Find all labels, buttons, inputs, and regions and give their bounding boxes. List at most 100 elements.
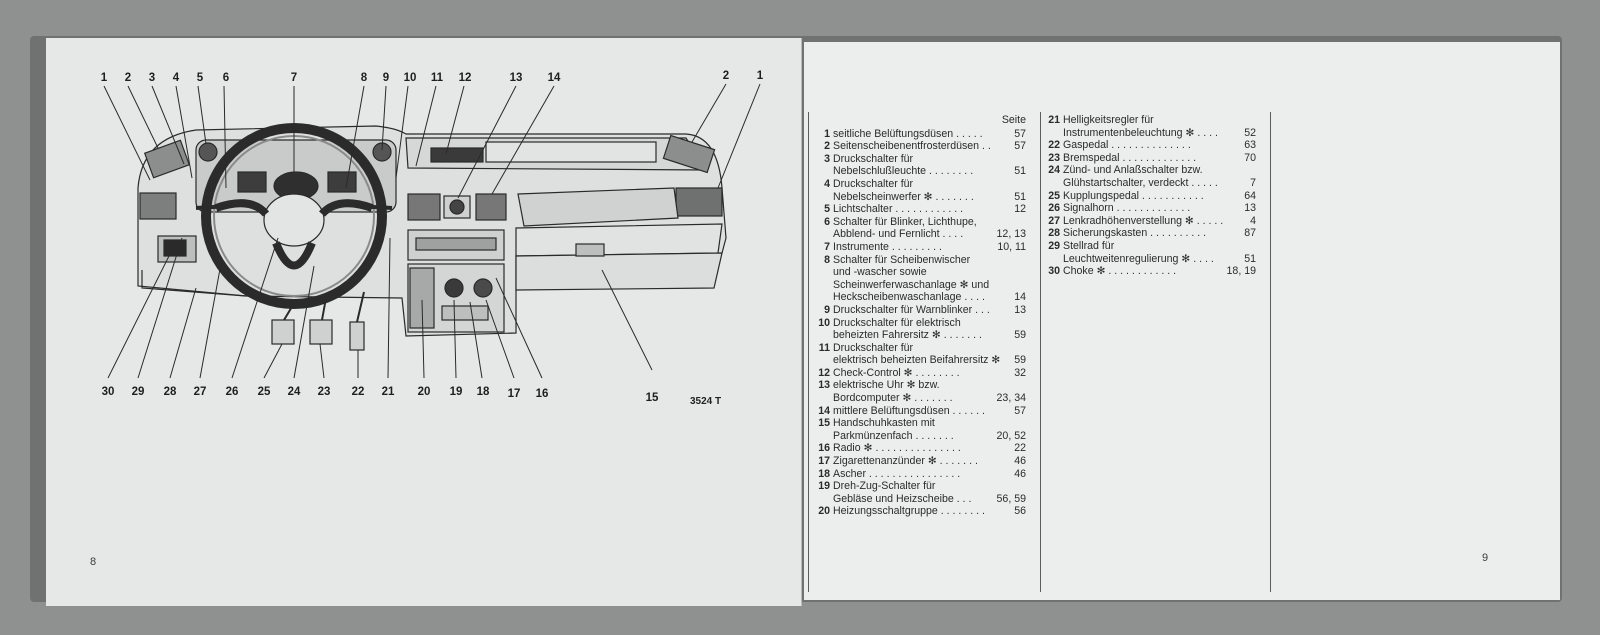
callout-label: 19 bbox=[449, 386, 463, 398]
legend-number: 5 bbox=[824, 203, 830, 216]
legend-text: Abblend- und Fernlicht . . . . bbox=[833, 228, 964, 241]
legend-row: Gebläse und Heizscheibe . . . 56, 59 bbox=[814, 493, 1026, 506]
legend-number: 26 bbox=[1048, 202, 1060, 215]
legend-number: 24 bbox=[1048, 164, 1060, 177]
callout-label: 7 bbox=[290, 72, 298, 84]
legend-page: 46 bbox=[1014, 467, 1026, 480]
callout-label: 20 bbox=[417, 386, 431, 398]
callout-label: 1 bbox=[100, 72, 108, 84]
legend-page bbox=[1023, 480, 1026, 493]
legend-row: Leuchtweitenregulierung ✻ . . . . 51 bbox=[1044, 253, 1256, 266]
figure-code: 3524 T bbox=[690, 396, 722, 407]
legend-number bbox=[814, 493, 830, 506]
legend-page: 87 bbox=[1244, 227, 1256, 240]
legend-page: 63 bbox=[1244, 139, 1256, 152]
legend-page: 56, 59 bbox=[996, 492, 1026, 505]
callout-label: 12 bbox=[458, 72, 472, 84]
legend-number: 28 bbox=[1048, 227, 1060, 240]
callout-label: 22 bbox=[351, 386, 365, 398]
legend-number: 13 bbox=[818, 379, 830, 392]
legend-text: Schalter für Scheibenwischer bbox=[833, 253, 971, 266]
legend-row: Parkmünzenfach . . . . . . .20, 52 bbox=[814, 430, 1026, 443]
legend-number: 11 bbox=[818, 341, 830, 354]
legend-page: 18, 19 bbox=[1226, 265, 1256, 278]
legend-page bbox=[1023, 216, 1026, 229]
page-number-left: 8 bbox=[90, 556, 97, 568]
legend-row: Instrumentenbeleuchtung ✻ . . . .52 bbox=[1044, 127, 1256, 140]
callout-label: 14 bbox=[547, 72, 561, 84]
legend-number bbox=[814, 191, 830, 204]
callout-label: 18 bbox=[476, 386, 490, 398]
page-header: Seite bbox=[1001, 114, 1026, 126]
legend-page: 51 bbox=[1244, 252, 1256, 265]
callout-label: 15 bbox=[645, 392, 659, 404]
left-page: 1 2 3 4 5 6 7 8 9 10 11 12 13 14 2 1 30 … bbox=[46, 38, 802, 606]
legend-text: Glühstartschalter, verdeckt . . . . . bbox=[1063, 176, 1218, 189]
callout-label: 25 bbox=[257, 386, 271, 398]
legend-number: 25 bbox=[1048, 189, 1060, 202]
legend-text: Druckschalter für elektrisch bbox=[833, 316, 961, 329]
legend-text: Zigarettenanzünder ✻ . . . . . . . bbox=[833, 455, 978, 468]
column-rule bbox=[808, 112, 809, 592]
legend-number: 15 bbox=[818, 417, 830, 430]
legend-page bbox=[1023, 153, 1026, 166]
legend-text: elektrisch beheizten Beifahrersitz ✻ bbox=[833, 354, 1001, 367]
legend-number: 12 bbox=[818, 366, 830, 379]
callout-label: 11 bbox=[430, 72, 444, 84]
legend-number bbox=[814, 329, 830, 342]
legend-text: elektrische Uhr ✻ bzw. bbox=[833, 379, 940, 392]
legend-row: Nebelschlußleuchte . . . . . . . .51 bbox=[814, 165, 1026, 178]
legend-number bbox=[814, 291, 830, 304]
callout-label: 30 bbox=[101, 386, 115, 398]
legend-text: beheizten Fahrersitz ✻ . . . . . . . bbox=[833, 329, 983, 342]
legend-text: Parkmünzenfach . . . . . . . bbox=[833, 429, 954, 442]
legend-page: 59 bbox=[1014, 354, 1026, 367]
callout-label: 10 bbox=[403, 72, 417, 84]
legend-page bbox=[1023, 254, 1026, 267]
legend-number: 19 bbox=[818, 480, 830, 493]
legend-page: 57 bbox=[1014, 140, 1026, 153]
legend-number bbox=[1044, 127, 1060, 140]
legend-text: Dreh-Zug-Schalter für bbox=[833, 480, 936, 493]
legend-page bbox=[1253, 240, 1256, 253]
legend-page: 7 bbox=[1250, 176, 1256, 189]
legend-number: 29 bbox=[1048, 239, 1060, 252]
legend-page bbox=[1253, 164, 1256, 177]
legend-row: Glühstartschalter, verdeckt . . . . . 7 bbox=[1044, 177, 1256, 190]
legend-text: Druckschalter für Warnblinker . . . bbox=[833, 303, 990, 316]
legend-text: Instrumentenbeleuchtung ✻ . . . . bbox=[1063, 126, 1218, 139]
legend-number bbox=[814, 354, 830, 367]
callout-label: 29 bbox=[131, 386, 145, 398]
legend-page bbox=[1023, 417, 1026, 430]
callout-label: 4 bbox=[172, 72, 180, 84]
legend-row: elektrisch beheizten Beifahrersitz ✻ 59 bbox=[814, 354, 1026, 367]
legend-text: Gebläse und Heizscheibe . . . bbox=[833, 492, 972, 505]
legend-text: Nebelschlußleuchte . . . . . . . . bbox=[833, 165, 974, 178]
legend-text: mittlere Belüftungsdüsen . . . . . . bbox=[833, 404, 985, 417]
legend-number: 2 bbox=[824, 140, 830, 153]
legend-number: 14 bbox=[818, 404, 830, 417]
legend-text: Leuchtweitenregulierung ✻ . . . . bbox=[1063, 252, 1214, 265]
legend-page bbox=[1023, 342, 1026, 355]
legend-text: Signalhorn . . . . . . . . . . . . . bbox=[1063, 202, 1191, 215]
legend-row: Heckscheibenwaschanlage . . . .14 bbox=[814, 291, 1026, 304]
legend-page: 59 bbox=[1014, 329, 1026, 342]
legend-row: beheizten Fahrersitz ✻ . . . . . . . 59 bbox=[814, 329, 1026, 342]
legend-number bbox=[1044, 253, 1060, 266]
callout-label: 6 bbox=[222, 72, 230, 84]
